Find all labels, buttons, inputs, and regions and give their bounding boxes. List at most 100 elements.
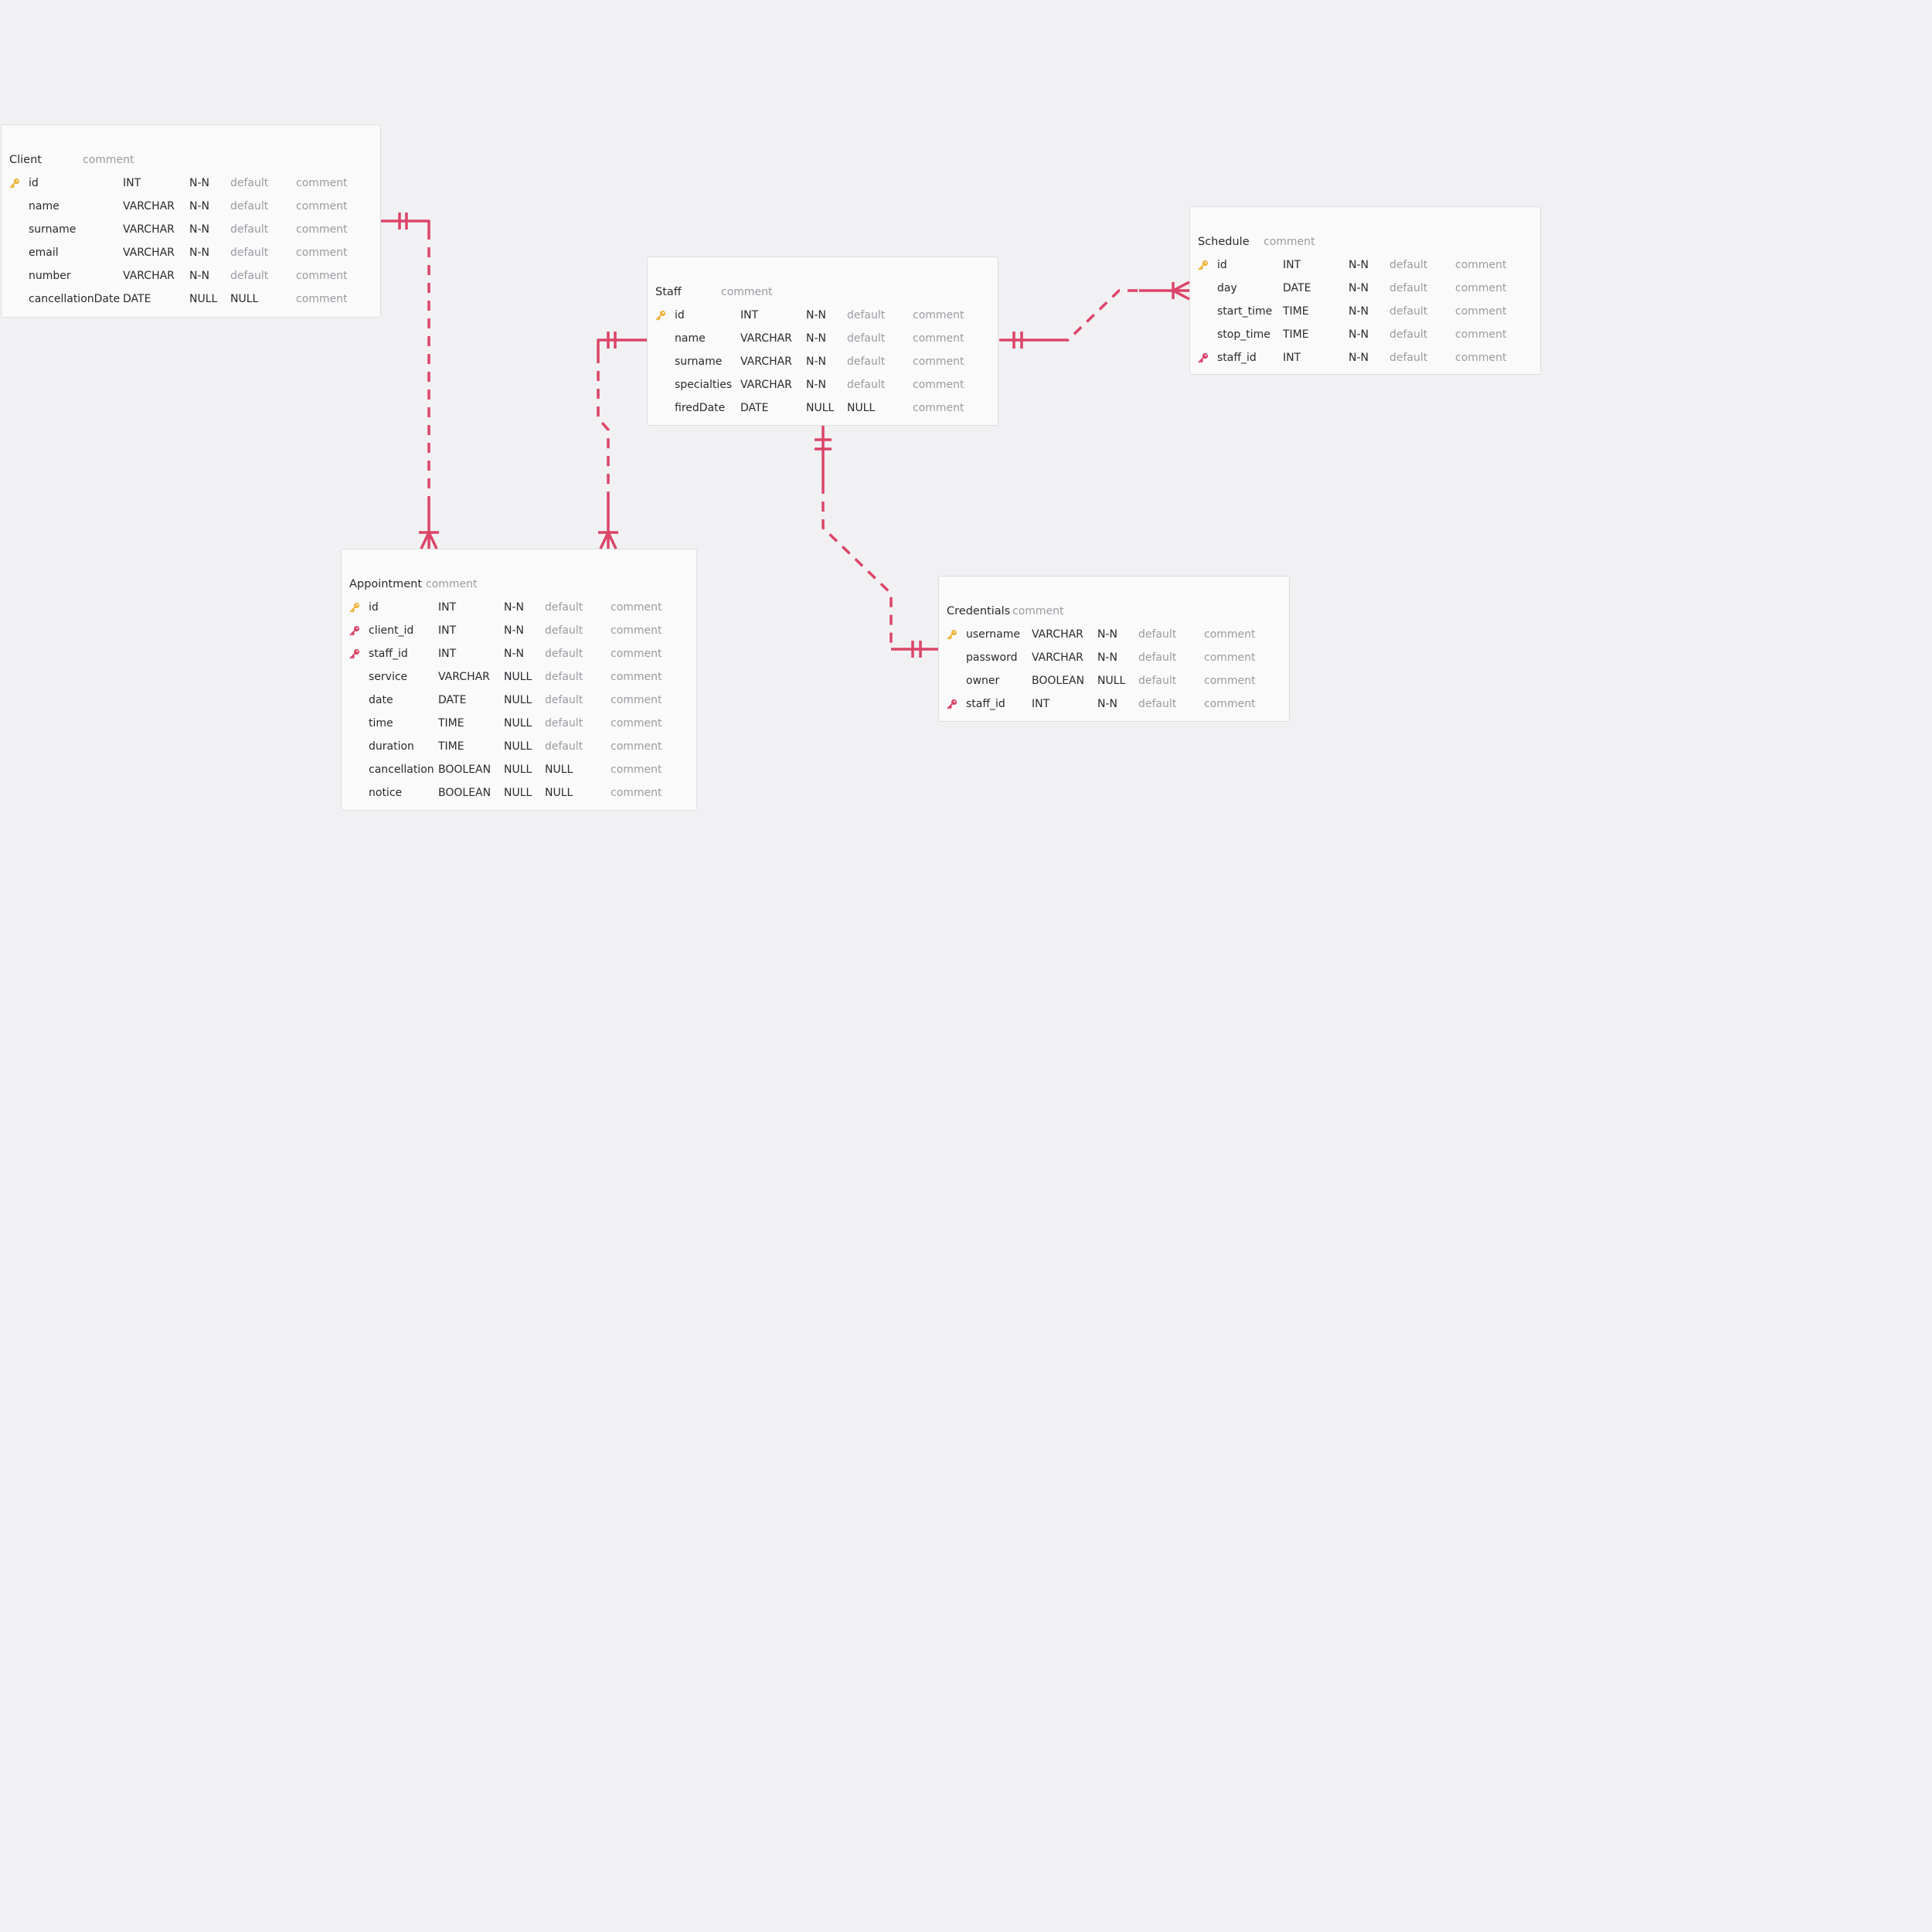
primary-key-icon bbox=[9, 178, 20, 189]
table-comment[interactable]: comment bbox=[721, 286, 773, 298]
table-header[interactable]: Staff comment bbox=[655, 281, 992, 304]
column-name: password bbox=[966, 651, 1018, 664]
table-header[interactable]: Schedule comment bbox=[1198, 230, 1534, 253]
column-nullable: N-N bbox=[806, 355, 826, 368]
column-default: default bbox=[545, 601, 583, 614]
column-default: default bbox=[1138, 628, 1177, 641]
column-name: id bbox=[29, 177, 39, 189]
table-comment[interactable]: comment bbox=[426, 578, 478, 590]
column-default: default bbox=[545, 648, 583, 660]
column-nullable: N-N bbox=[1349, 259, 1369, 271]
column-name: staff_id bbox=[369, 648, 408, 660]
column-nullable: N-N bbox=[189, 247, 209, 259]
table-name[interactable]: Schedule bbox=[1198, 236, 1250, 248]
column-default: NULL bbox=[545, 764, 573, 776]
column-default: default bbox=[545, 671, 583, 683]
column-name: day bbox=[1217, 282, 1237, 294]
table-name[interactable]: Appointment bbox=[349, 578, 423, 590]
column-comment: comment bbox=[296, 200, 348, 213]
column-name: client_id bbox=[369, 624, 414, 637]
column-comment: comment bbox=[1455, 305, 1507, 318]
column-type: VARCHAR bbox=[740, 332, 792, 345]
table-comment[interactable]: comment bbox=[1264, 236, 1315, 248]
table-name[interactable]: Staff bbox=[655, 286, 682, 298]
column-default: default bbox=[545, 717, 583, 730]
column-type: VARCHAR bbox=[123, 270, 175, 282]
column-default: default bbox=[545, 740, 583, 753]
table-header[interactable]: Client comment bbox=[9, 148, 374, 172]
column-comment: comment bbox=[913, 402, 964, 414]
table-name[interactable]: Credentials bbox=[947, 605, 1011, 617]
primary-key-icon bbox=[1198, 260, 1209, 270]
column-nullable: NULL bbox=[189, 293, 218, 305]
column-nullable: N-N bbox=[806, 332, 826, 345]
column-comment: comment bbox=[913, 379, 964, 391]
column-default: default bbox=[847, 309, 886, 321]
column-default: NULL bbox=[230, 293, 259, 305]
column-comment: comment bbox=[611, 740, 662, 753]
column-type: VARCHAR bbox=[438, 671, 490, 683]
column-type: INT bbox=[438, 624, 457, 637]
column-default: default bbox=[230, 223, 269, 236]
column-comment: comment bbox=[611, 601, 662, 614]
column-type: TIME bbox=[1283, 305, 1309, 318]
column-nullable: N-N bbox=[189, 270, 209, 282]
column-nullable: NULL bbox=[504, 740, 532, 753]
column-comment: comment bbox=[296, 270, 348, 282]
column-comment: comment bbox=[913, 332, 964, 345]
column-default: default bbox=[1389, 259, 1428, 271]
column-name: duration bbox=[369, 740, 414, 753]
primary-key-icon bbox=[655, 310, 666, 321]
column-nullable: NULL bbox=[504, 694, 532, 706]
column-nullable: NULL bbox=[504, 717, 532, 730]
column-nullable: N-N bbox=[189, 200, 209, 213]
column-comment: comment bbox=[1455, 328, 1507, 341]
table-name[interactable]: Client bbox=[9, 154, 42, 166]
column-name: stop_time bbox=[1217, 328, 1270, 341]
column-name: notice bbox=[369, 787, 403, 799]
column-type: INT bbox=[1283, 352, 1301, 364]
column-default: default bbox=[1389, 328, 1428, 341]
table-comment[interactable]: comment bbox=[83, 154, 134, 166]
primary-key-icon bbox=[947, 629, 957, 640]
column-default: default bbox=[847, 379, 886, 391]
table-comment[interactable]: comment bbox=[1012, 605, 1064, 617]
